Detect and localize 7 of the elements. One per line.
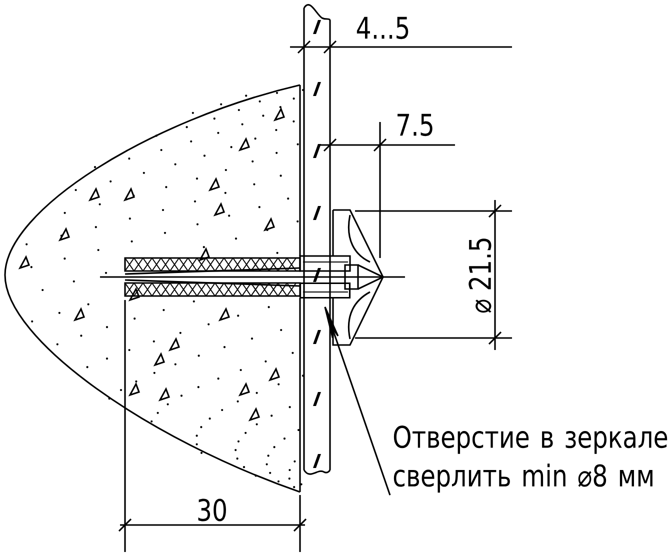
dimension-label: 4...5 — [356, 16, 408, 40]
leader-line — [324, 306, 391, 496]
dimension-label: ⌀ 21.5 — [468, 238, 492, 313]
dimension-label: 7.5 — [398, 114, 432, 136]
note-text: Отверстие в зеркале сверлить min ⌀8 мм — [394, 426, 668, 493]
sleeve — [299, 282, 351, 299]
dimension-label: 30 — [198, 498, 226, 522]
